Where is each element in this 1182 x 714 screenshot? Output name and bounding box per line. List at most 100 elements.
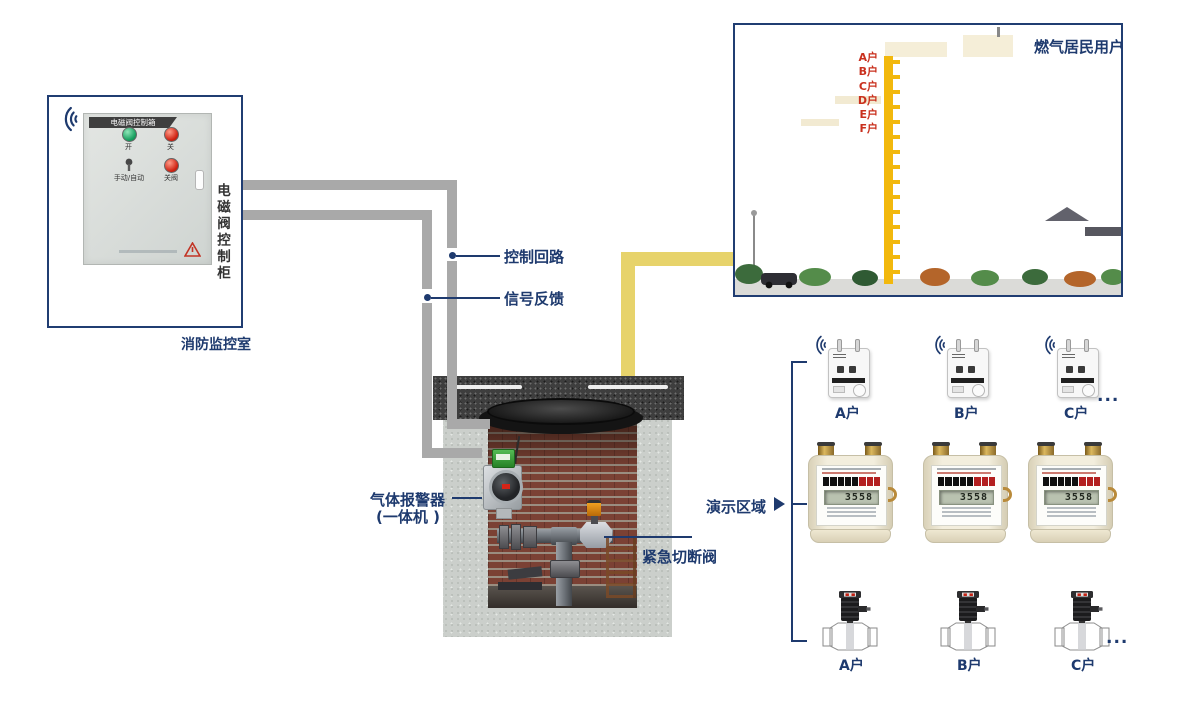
meter-fine-print [937,468,996,470]
alarm-green-module [492,449,515,468]
solenoid-valve-c [1054,590,1110,652]
valve-b-label: B户 [957,658,982,674]
wifi-icon [1040,334,1057,356]
meter-fine-print [822,468,881,470]
meter-lcd-display: 3558 [824,490,879,505]
gas-meter-b: 3558 [923,442,1012,543]
meter-base [810,529,891,543]
meter-fine-print [827,515,876,517]
alarm-mount-tab [496,508,512,519]
open-button-label: 开 [125,143,132,151]
building-riser-pipe [884,56,893,284]
detector-antenna [974,339,979,352]
meter-base [925,529,1006,543]
meter-fine-print [1042,468,1101,470]
meter-outlet-fitting [1084,442,1102,458]
detector-icon-square [1078,366,1085,373]
detector-b-label: B户 [954,406,979,422]
gas-alarm-label-line2: (一体机 ) [376,508,440,526]
meter-fine-print [942,515,991,517]
detector-antenna [956,339,961,352]
detector-antenna [837,339,842,352]
control-loop-leader-line [456,254,500,257]
control-loop-cable-bottom [447,419,490,429]
meter-odometer [938,477,995,486]
close-indicator-button [164,127,179,142]
key-switch-icon [125,158,133,171]
signal-feedback-cable-top [243,210,432,220]
shutoff-valve-label: 紧急切断阀 [642,548,718,566]
meter-inlet-fitting [932,442,950,458]
meter-side-pipe [1003,487,1012,502]
gas-alarm-leader-line [452,497,482,499]
detector-a-label: A户 [835,406,860,422]
meter-fine-print [822,472,876,474]
detector-icon-square [968,366,975,373]
riser-branch-ticks [893,60,900,282]
meter-lcd-display: 3558 [1044,490,1099,505]
pipe-flange [511,524,521,550]
solenoid-valve-b [940,590,996,652]
detector-label-stripe [832,378,865,383]
detector-label-stripe [951,378,984,383]
manhole-cover [487,398,635,425]
meter-fine-print [827,507,876,509]
meter-fine-print [827,511,876,513]
meter-face-panel: 3558 [816,465,887,526]
building-illustration [735,27,1121,295]
open-indicator-button [122,127,137,142]
detector-logo [1062,352,1075,358]
meter-odometer [1043,477,1100,486]
gas-meter-a: 3558 [808,442,897,543]
signal-feedback-cable-vert-upper [422,210,432,289]
detector-row-ellipsis: ... [1097,386,1120,406]
meter-fine-print [942,511,991,513]
wireless-detector-c [1057,339,1099,398]
floor-label-b: B户 [858,65,878,78]
pipe-tee-joint [551,527,577,545]
detector-speaker [1082,384,1095,397]
fire-control-room-caption: 消防监控室 [181,337,251,353]
cabinet-side-label: 电磁阀控制柜 [214,183,230,282]
meter-fine-print [1042,472,1096,474]
detector-antenna [855,339,860,352]
detector-logo [833,352,846,358]
demo-bracket-top-arm [791,361,807,363]
meter-inlet-fitting [817,442,835,458]
control-loop-cable-vert-lower [447,261,457,429]
meter-inlet-fitting [1037,442,1055,458]
demo-bracket-vertical [791,361,793,642]
cabinet-door-handle [195,170,204,190]
meter-side-pipe [1108,487,1117,502]
meter-fine-print [1047,515,1096,517]
demo-area-label: 演示区域 [706,498,767,516]
detector-antenna [1084,339,1089,352]
pipe-coupling [523,526,537,548]
control-loop-cable-vert-upper [447,180,457,248]
signal-feedback-cable-bottom [422,448,482,458]
wireless-detector-a [828,339,870,398]
signal-feedback-label: 信号反馈 [504,290,565,308]
floor-label-a: A户 [858,51,878,64]
shutoff-valve-leader-line [604,536,692,538]
solenoid-valve-a [822,590,878,652]
signal-feedback-junction-dot [424,294,431,301]
detector-icon-square [956,366,963,373]
control-loop-cable-top [243,180,457,190]
detector-tag [1062,386,1074,393]
gas-pipe-vertical [621,252,635,380]
building-title: 燃气居民用户 [1034,38,1125,56]
meter-side-pipe [888,487,897,502]
detector-logo [952,352,965,358]
floor-label-c: C户 [858,80,878,93]
detector-icon-square [849,366,856,373]
detector-tag [833,386,845,393]
control-loop-label: 控制回路 [504,248,565,266]
wifi-icon [811,334,828,356]
floor-label-e: E户 [859,108,878,121]
meter-fine-print [937,472,991,474]
detector-icon-square [1066,366,1073,373]
pit-debris [498,582,542,590]
valve-amber-actuator [587,500,601,516]
valve-row-ellipsis: ... [1106,628,1129,648]
